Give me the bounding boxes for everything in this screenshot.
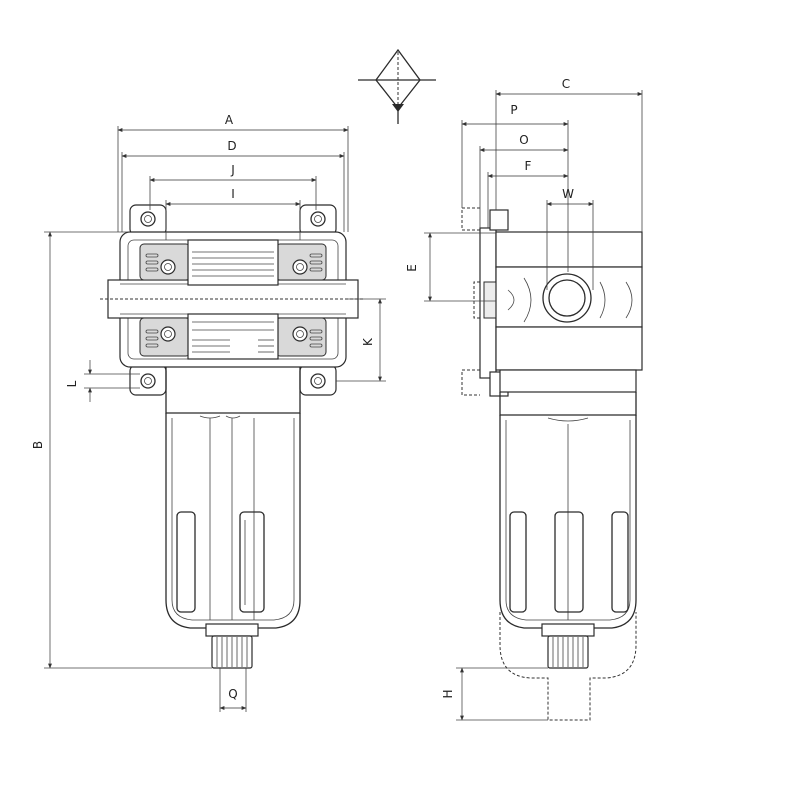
- dimension-lines: [44, 90, 643, 721]
- side-view: [461, 207, 643, 721]
- dim-label-A: A: [225, 113, 234, 127]
- mounting-ear-top-left: [129, 204, 167, 236]
- mounting-ear-bottom-left: [129, 364, 167, 396]
- dim-label-E: E: [405, 264, 419, 272]
- dim-label-P: P: [510, 103, 517, 117]
- dim-label-H: H: [441, 689, 455, 698]
- dim-label-I: I: [231, 187, 235, 201]
- dim-label-L: L: [65, 380, 79, 387]
- dimension-labels: A D J I B L K Q C P O F W E H: [31, 77, 574, 701]
- front-view: [107, 204, 359, 669]
- dim-label-C: C: [562, 77, 570, 91]
- dim-label-B: B: [31, 441, 45, 449]
- dim-label-W: W: [562, 187, 574, 201]
- dim-label-Q: Q: [228, 687, 237, 701]
- dim-label-J: J: [230, 163, 235, 177]
- dim-label-K: K: [361, 337, 375, 346]
- dim-label-O: O: [519, 133, 528, 147]
- dim-label-D: D: [227, 139, 236, 153]
- mounting-ear-bottom-right: [299, 364, 337, 396]
- dim-label-F: F: [525, 159, 532, 173]
- drain-valve: [205, 623, 259, 669]
- side-bowl: [499, 392, 637, 629]
- filter-bowl: [165, 367, 301, 629]
- filter-symbol-icon: [358, 48, 436, 124]
- mounting-ear-top-right: [299, 204, 337, 236]
